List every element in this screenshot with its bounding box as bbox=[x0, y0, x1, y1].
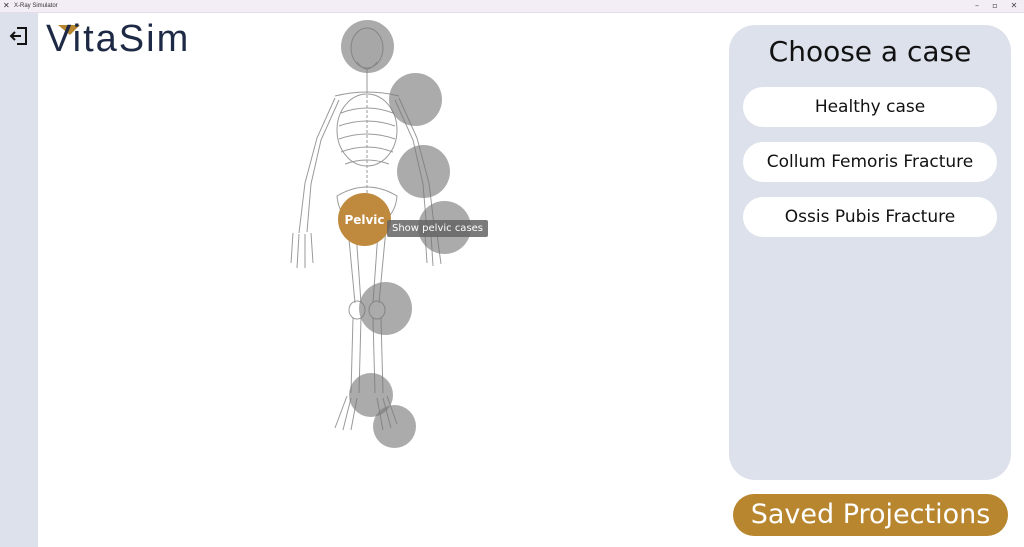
window-titlebar: ✕ X-Ray Simulator – ▫ ✕ bbox=[0, 0, 1024, 13]
foot-hotspot[interactable] bbox=[373, 405, 416, 448]
knee-hotspot[interactable] bbox=[359, 282, 412, 335]
x-ray-app-icon: ✕ bbox=[3, 1, 10, 10]
close-icon[interactable]: ✕ bbox=[1010, 1, 1018, 10]
logo-mark bbox=[58, 25, 80, 35]
saved-projections-button[interactable]: Saved Projections bbox=[733, 494, 1008, 536]
minimize-icon[interactable]: – bbox=[975, 1, 979, 10]
window-title: X-Ray Simulator bbox=[14, 3, 58, 9]
shoulder-hotspot[interactable] bbox=[389, 73, 442, 126]
pelvic-tooltip: Show pelvic cases bbox=[387, 220, 489, 237]
healthy-case-button[interactable]: Healthy case bbox=[743, 87, 997, 127]
case-panel-title: Choose a case bbox=[768, 35, 972, 68]
collum-femoris-fracture-button[interactable]: Collum Femoris Fracture bbox=[743, 142, 997, 182]
sidebar bbox=[0, 13, 38, 547]
forearm-hotspot[interactable] bbox=[397, 145, 450, 198]
case-panel: Choose a case Healthy case Collum Femori… bbox=[729, 25, 1011, 480]
pelvic-hotspot-label: Pelvic bbox=[344, 212, 385, 227]
logo-text: VitaSim bbox=[46, 18, 191, 60]
pelvic-hotspot[interactable]: Pelvic bbox=[338, 193, 391, 246]
ossis-pubis-fracture-button[interactable]: Ossis Pubis Fracture bbox=[743, 197, 997, 237]
head-hotspot[interactable] bbox=[341, 20, 394, 73]
exit-icon[interactable] bbox=[7, 24, 31, 48]
maximize-icon[interactable]: ▫ bbox=[992, 1, 998, 10]
